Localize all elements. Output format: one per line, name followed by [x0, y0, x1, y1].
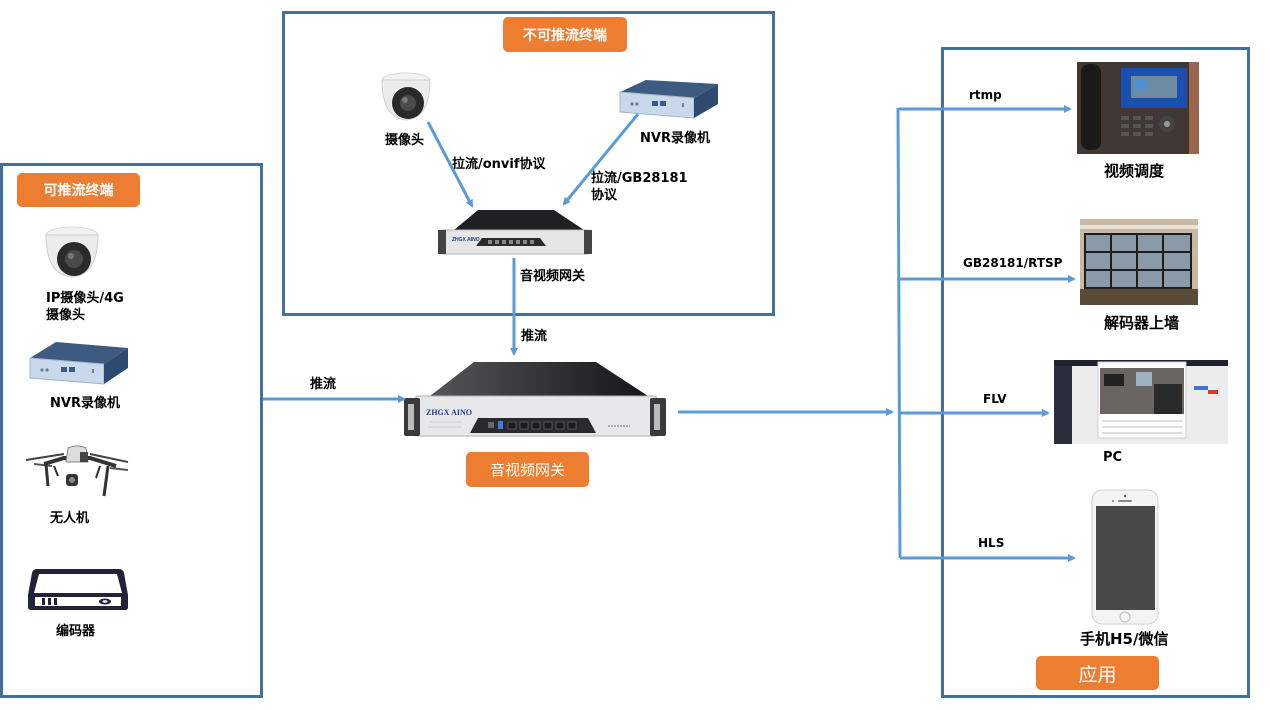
label-line: IP摄像头/4G — [46, 291, 124, 306]
main-gateway-device-icon: ZHGX AINO — [404, 362, 666, 437]
label-line: 拉流/GB28181 — [591, 171, 688, 186]
label-line: 摄像头 — [46, 308, 86, 323]
camera-link-label: 拉流/onvif协议 — [452, 157, 546, 172]
top-gateway-label: 音视频网关 — [520, 269, 586, 284]
top-panel-title-tag: 不可推流终端 — [503, 17, 627, 52]
video-phone-icon — [1077, 62, 1199, 154]
app-label-video-dispatch: 视频调度 — [1104, 162, 1165, 180]
top-camera-label: 摄像头 — [385, 133, 425, 148]
drone-icon — [25, 445, 129, 497]
small-gateway-device-icon: ZHGX AINO — [438, 210, 592, 255]
top-panel-title: 不可推流终端 — [523, 27, 607, 44]
video-wall-icon — [1080, 219, 1198, 305]
app-label-pc: PC — [1103, 450, 1123, 465]
pc-screen-icon — [1054, 360, 1228, 444]
protocol-label-gb28181-rtsp: GB28181/RTSP — [963, 256, 1063, 270]
gateway-brand-text: ZHGX AINO — [426, 408, 472, 417]
protocol-label-rtmp: rtmp — [969, 88, 1002, 102]
top-panel-non-pushable-terminals — [282, 11, 775, 316]
protocol-label-flv: FLV — [983, 392, 1007, 406]
push-label-left: 推流 — [310, 377, 337, 392]
nvr-link-label: 拉流/GB28181 协议 — [591, 170, 688, 204]
left-device-label-nvr: NVR录像机 — [50, 396, 120, 411]
svg-text:ZHGX AINO: ZHGX AINO — [452, 237, 480, 243]
nvr-recorder-icon — [29, 342, 128, 385]
left-panel-pushable-terminals — [0, 163, 263, 698]
app-label-decoder-wall: 解码器上墙 — [1104, 314, 1180, 332]
label-line: 协议 — [591, 188, 618, 203]
top-nvr-label: NVR录像机 — [640, 131, 710, 146]
right-panel-title-tag: 应用 — [1036, 656, 1159, 690]
left-panel-title: 可推流终端 — [43, 183, 114, 199]
left-device-label-ip-camera: IP摄像头/4G 摄像头 — [46, 290, 124, 324]
protocol-label-hls: HLS — [978, 536, 1005, 550]
nvr-recorder-icon — [619, 80, 718, 119]
encoder-icon — [28, 569, 128, 610]
smartphone-icon — [1091, 489, 1159, 625]
main-gateway-tag: 音视频网关 — [466, 452, 589, 487]
left-device-label-encoder: 编码器 — [56, 624, 96, 639]
distribution-trunk — [896, 107, 902, 559]
main-gateway-tag-label: 音视频网关 — [489, 461, 565, 479]
left-device-label-drone: 无人机 — [50, 511, 90, 526]
dome-camera-icon — [381, 72, 431, 121]
left-panel-title-tag: 可推流终端 — [17, 173, 140, 207]
right-panel-title: 应用 — [1078, 663, 1117, 686]
app-label-mobile: 手机H5/微信 — [1080, 630, 1169, 648]
push-label-top: 推流 — [521, 329, 548, 344]
dome-camera-icon — [45, 226, 99, 278]
